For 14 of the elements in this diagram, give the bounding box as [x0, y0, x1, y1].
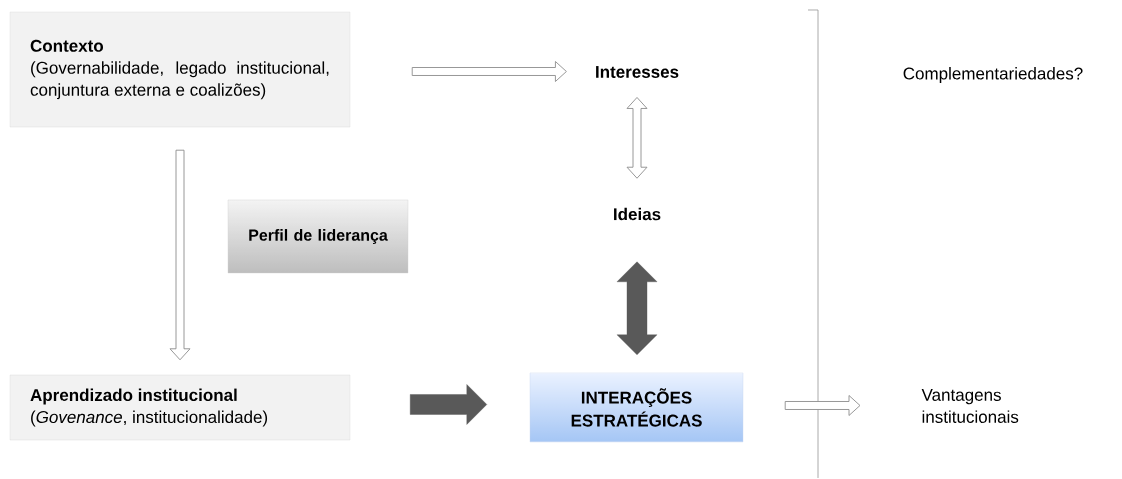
node-label: Vantagens institucionais	[921, 389, 1019, 423]
text-box: Contexto (Governabilidade, legado institucional, conjuntura externa e coalizões)	[9, 11, 351, 128]
node-label: Interesses	[596, 66, 679, 78]
side-note: Complementariedades?	[903, 67, 1083, 83]
process-box: Perfil de liderança	[227, 199, 409, 274]
text-box: Aprendizado institucional (Govenance, institucionalidade)	[9, 374, 351, 441]
process-box: INTERAÇÕES ESTRATÉGICAS	[529, 372, 744, 443]
block-arrow	[616, 261, 658, 355]
block-arrow	[410, 384, 487, 425]
block-arrow	[784, 395, 861, 416]
block-arrow	[411, 61, 567, 82]
node-label: Ideias	[614, 207, 661, 221]
block-arrow	[169, 149, 191, 361]
block-arrow	[626, 97, 648, 179]
